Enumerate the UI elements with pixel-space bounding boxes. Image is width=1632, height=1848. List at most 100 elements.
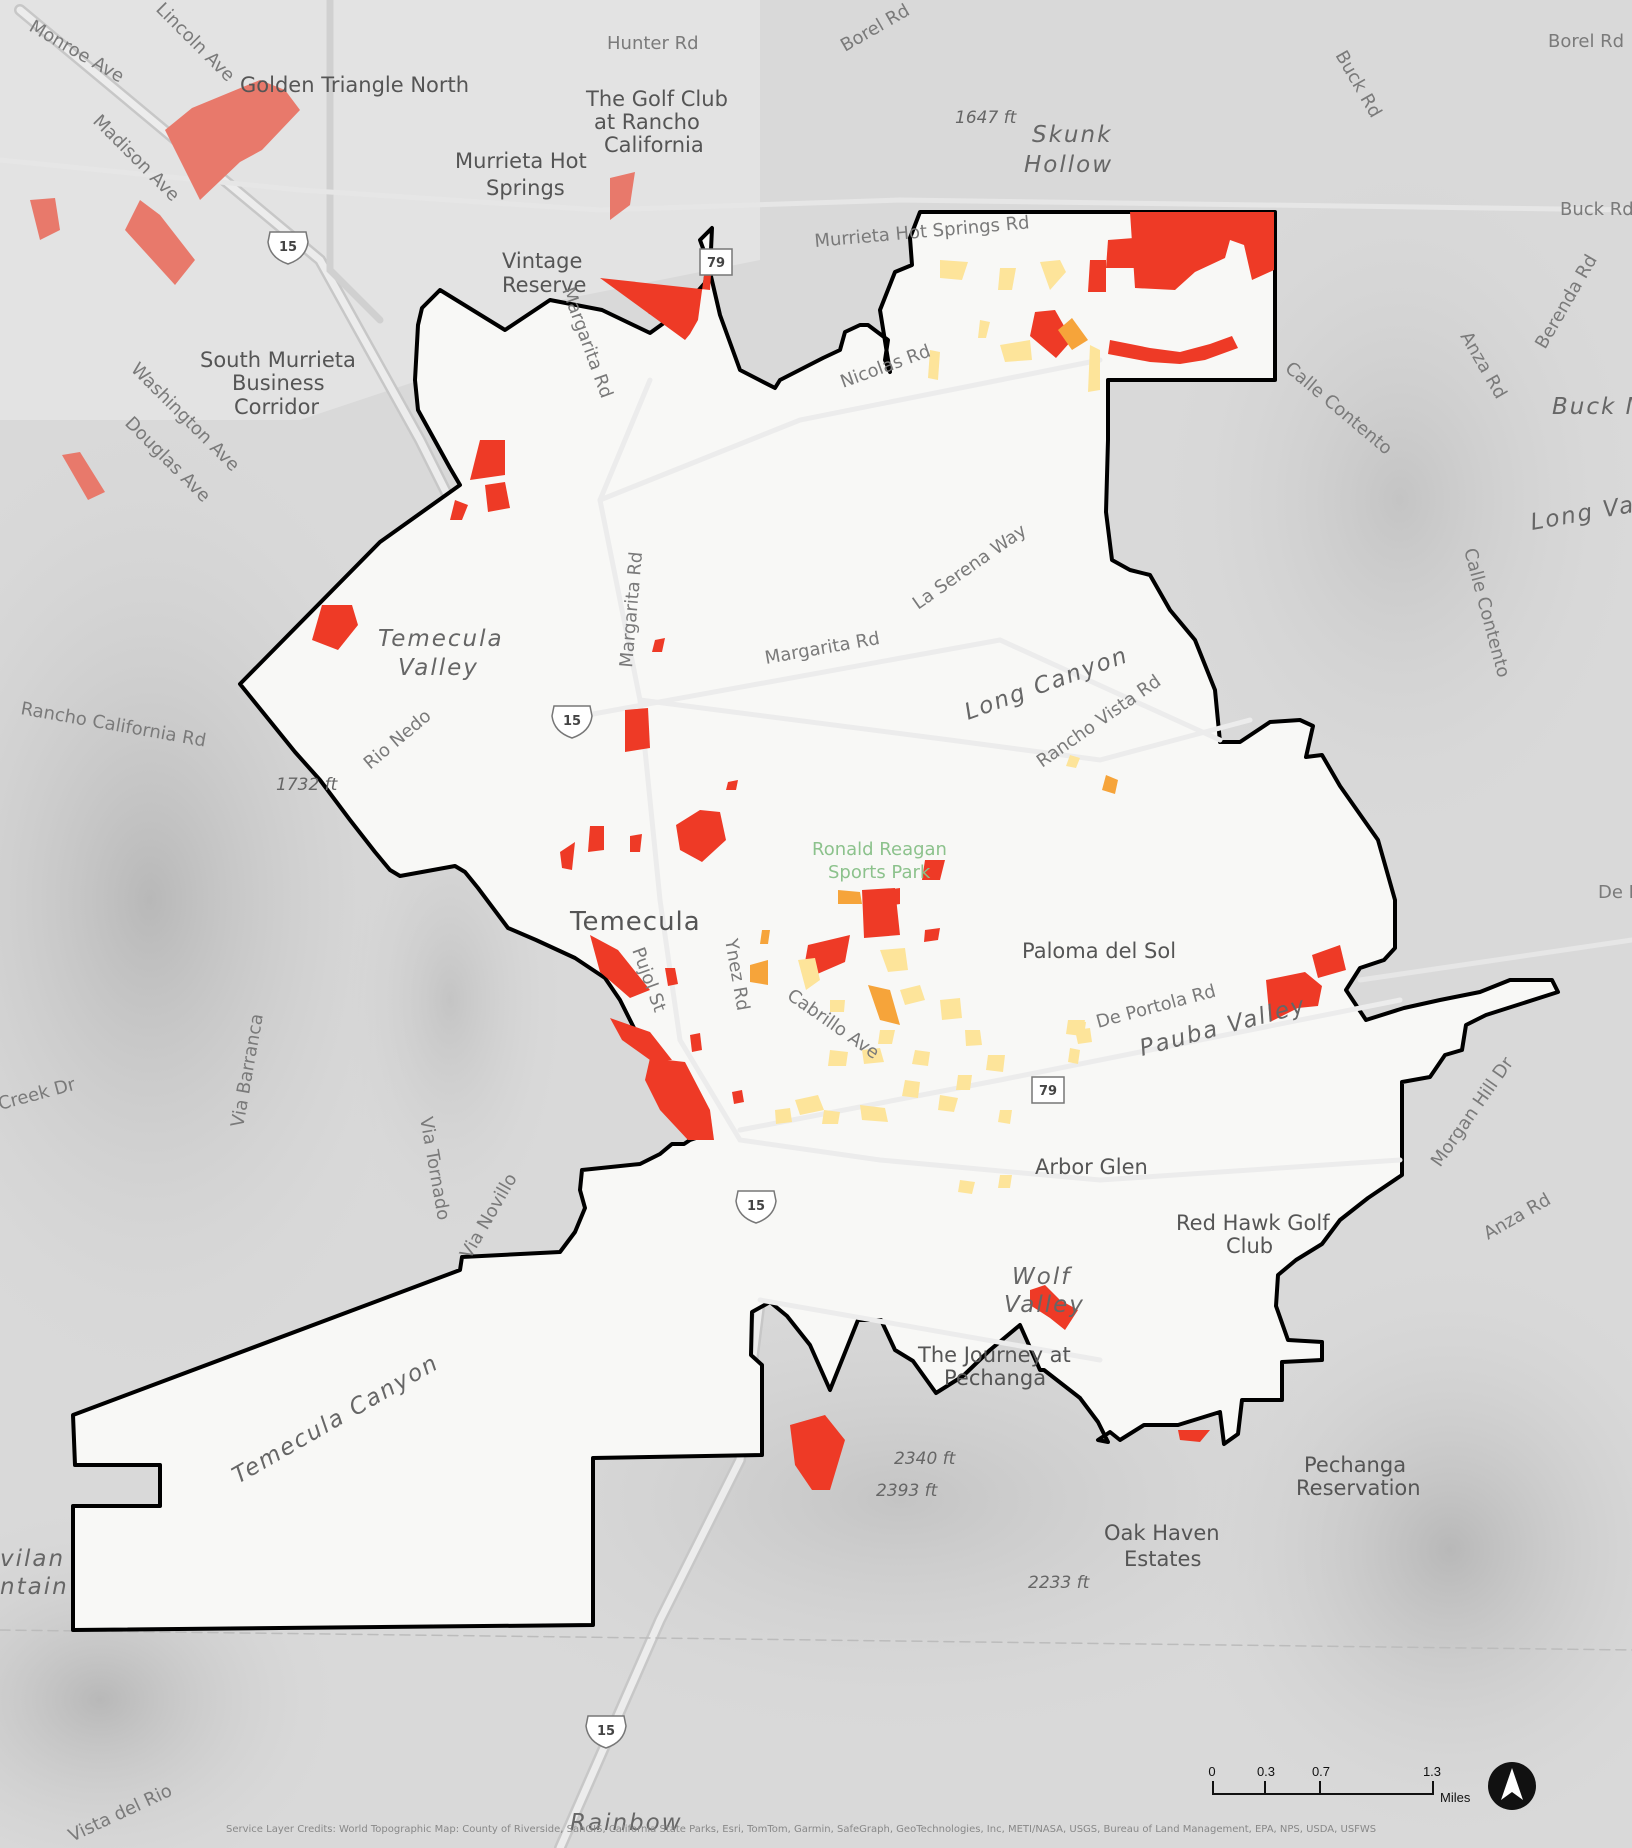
hotspot-polygon[interactable] — [998, 1110, 1012, 1124]
hotspot-polygon[interactable] — [795, 1095, 824, 1115]
hotspot-polygon[interactable] — [900, 985, 925, 1005]
hotspot-polygon[interactable] — [1088, 260, 1106, 292]
label-oakhaven-2: Estates — [1124, 1547, 1201, 1571]
hotspot-polygon[interactable] — [1068, 1048, 1080, 1064]
hotspot-polygon[interactable] — [828, 1050, 848, 1066]
hotspot-polygon[interactable] — [928, 350, 940, 380]
hotspot-polygon[interactable] — [956, 1075, 972, 1090]
label-hunter-rd: Hunter Rd — [607, 33, 699, 54]
hotspot-polygon[interactable] — [880, 948, 908, 972]
shield-label: 79 — [707, 256, 725, 271]
hotspot-polygon[interactable] — [470, 440, 505, 480]
hotspot-polygon[interactable] — [860, 1105, 888, 1122]
shield-label: 15 — [279, 240, 297, 255]
hotspot-polygon[interactable] — [62, 452, 105, 500]
hotspot-polygon[interactable] — [1312, 945, 1346, 978]
hotspot-polygon[interactable] — [600, 258, 712, 340]
hotspot-polygon[interactable] — [1088, 345, 1100, 392]
hotspot-polygon[interactable] — [868, 985, 900, 1025]
label-journey-1: The Journey at — [917, 1343, 1071, 1367]
hotspot-polygon[interactable] — [760, 930, 770, 944]
hotspot-polygon[interactable] — [1178, 1430, 1210, 1442]
hotspot-polygon[interactable] — [775, 1108, 792, 1124]
hotspot-polygon[interactable] — [125, 200, 195, 285]
label-arbor: Arbor Glen — [1035, 1155, 1148, 1179]
hotspot-polygon[interactable] — [998, 1175, 1012, 1188]
hotspot-polygon[interactable] — [978, 320, 990, 338]
hotspot-polygon[interactable] — [30, 198, 60, 240]
shield-i15-c: 15 — [735, 1190, 777, 1224]
hotspot-polygon[interactable] — [1000, 340, 1032, 362]
hotspot-polygon[interactable] — [998, 268, 1016, 290]
hotspot-polygon[interactable] — [625, 708, 650, 752]
hotspot-polygon[interactable] — [986, 1055, 1005, 1072]
hotspot-polygon[interactable] — [1130, 212, 1274, 290]
label-paloma: Paloma del Sol — [1022, 939, 1176, 963]
hotspot-polygon[interactable] — [1106, 238, 1134, 268]
hotspot-polygon[interactable] — [902, 1080, 920, 1098]
hotspot-polygon[interactable] — [690, 1033, 702, 1052]
hotspot-polygon[interactable] — [165, 80, 300, 200]
hotspot-polygon[interactable] — [938, 1095, 958, 1112]
label-pechanga-2: Reservation — [1296, 1476, 1421, 1500]
hotspot-polygon[interactable] — [922, 860, 945, 880]
hotspot-polygon[interactable] — [790, 1415, 845, 1490]
hotspot-polygon[interactable] — [645, 1058, 714, 1140]
hotspot-polygon[interactable] — [1058, 318, 1088, 350]
hotspot-polygon[interactable] — [610, 172, 635, 220]
hotspot-polygon[interactable] — [830, 1000, 845, 1012]
hotspot-polygon[interactable] — [822, 1110, 840, 1124]
hotspot-polygon[interactable] — [652, 638, 665, 652]
hotspot-polygon[interactable] — [732, 1090, 744, 1104]
hotspot-polygon[interactable] — [1266, 972, 1322, 1022]
label-golf-club-1: The Golf Club — [585, 87, 728, 111]
hotspot-polygon[interactable] — [1108, 336, 1238, 364]
hotspot-polygon[interactable] — [610, 1018, 672, 1060]
hotspot-polygon[interactable] — [965, 1030, 982, 1046]
scale-tick-2: 0.7 — [1312, 1764, 1330, 1779]
hotspot-polygon[interactable] — [958, 1180, 975, 1194]
hotspot-polygon[interactable] — [838, 890, 862, 904]
hotspot-polygon[interactable] — [885, 888, 900, 906]
label-smbc-1: South Murrieta — [200, 348, 356, 372]
hotspot-polygon[interactable] — [312, 605, 358, 650]
hotspot-polygon[interactable] — [665, 968, 678, 986]
hotspot-polygon[interactable] — [862, 1048, 884, 1064]
hotspot-polygon[interactable] — [750, 960, 768, 985]
label-borel-rd-2: Borel Rd — [1548, 31, 1624, 52]
hotspot-polygon[interactable] — [1066, 755, 1080, 768]
label-wolf-2: Valley — [1004, 1292, 1085, 1318]
hotspot-polygon[interactable] — [1030, 310, 1072, 358]
label-temecula-valley-2: Valley — [398, 655, 479, 681]
hotspot-polygon[interactable] — [726, 780, 738, 790]
hotspot-layer[interactable] — [30, 80, 1346, 1490]
scale-unit: Miles — [1440, 1790, 1471, 1805]
hotspot-polygon[interactable] — [588, 826, 604, 852]
hotspot-polygon[interactable] — [1040, 260, 1066, 290]
city-boundary[interactable] — [71, 210, 1560, 1632]
hotspot-polygon[interactable] — [450, 500, 468, 520]
hotspot-polygon[interactable] — [912, 1050, 930, 1066]
hotspot-polygon[interactable] — [1030, 1285, 1078, 1330]
hotspot-polygon[interactable] — [940, 998, 962, 1020]
hotspot-polygon[interactable] — [485, 482, 510, 512]
hotspot-polygon[interactable] — [924, 928, 940, 942]
hotspot-polygon[interactable] — [630, 834, 642, 852]
label-skunk-1: Skunk — [1032, 122, 1112, 148]
label-elev-1732: 1732 ft — [276, 775, 339, 795]
hotspot-polygon[interactable] — [940, 260, 968, 280]
hotspot-polygon[interactable] — [560, 842, 575, 870]
hotspot-polygon[interactable] — [798, 958, 820, 990]
shield-sr79-a: 79 — [699, 248, 733, 276]
scale-bar: 0 0.3 0.7 1.3 Miles — [1208, 1764, 1470, 1805]
hotspot-polygon[interactable] — [1068, 1020, 1086, 1036]
hotspot-polygon[interactable] — [878, 1030, 895, 1044]
hotspot-polygon[interactable] — [676, 810, 726, 862]
scale-tick-0: 0 — [1208, 1764, 1215, 1779]
hotspot-polygon[interactable] — [590, 935, 650, 998]
shield-i15-b: 15 — [551, 705, 593, 739]
hotspot-polygon[interactable] — [1102, 775, 1118, 794]
shield-label: 15 — [563, 714, 581, 729]
